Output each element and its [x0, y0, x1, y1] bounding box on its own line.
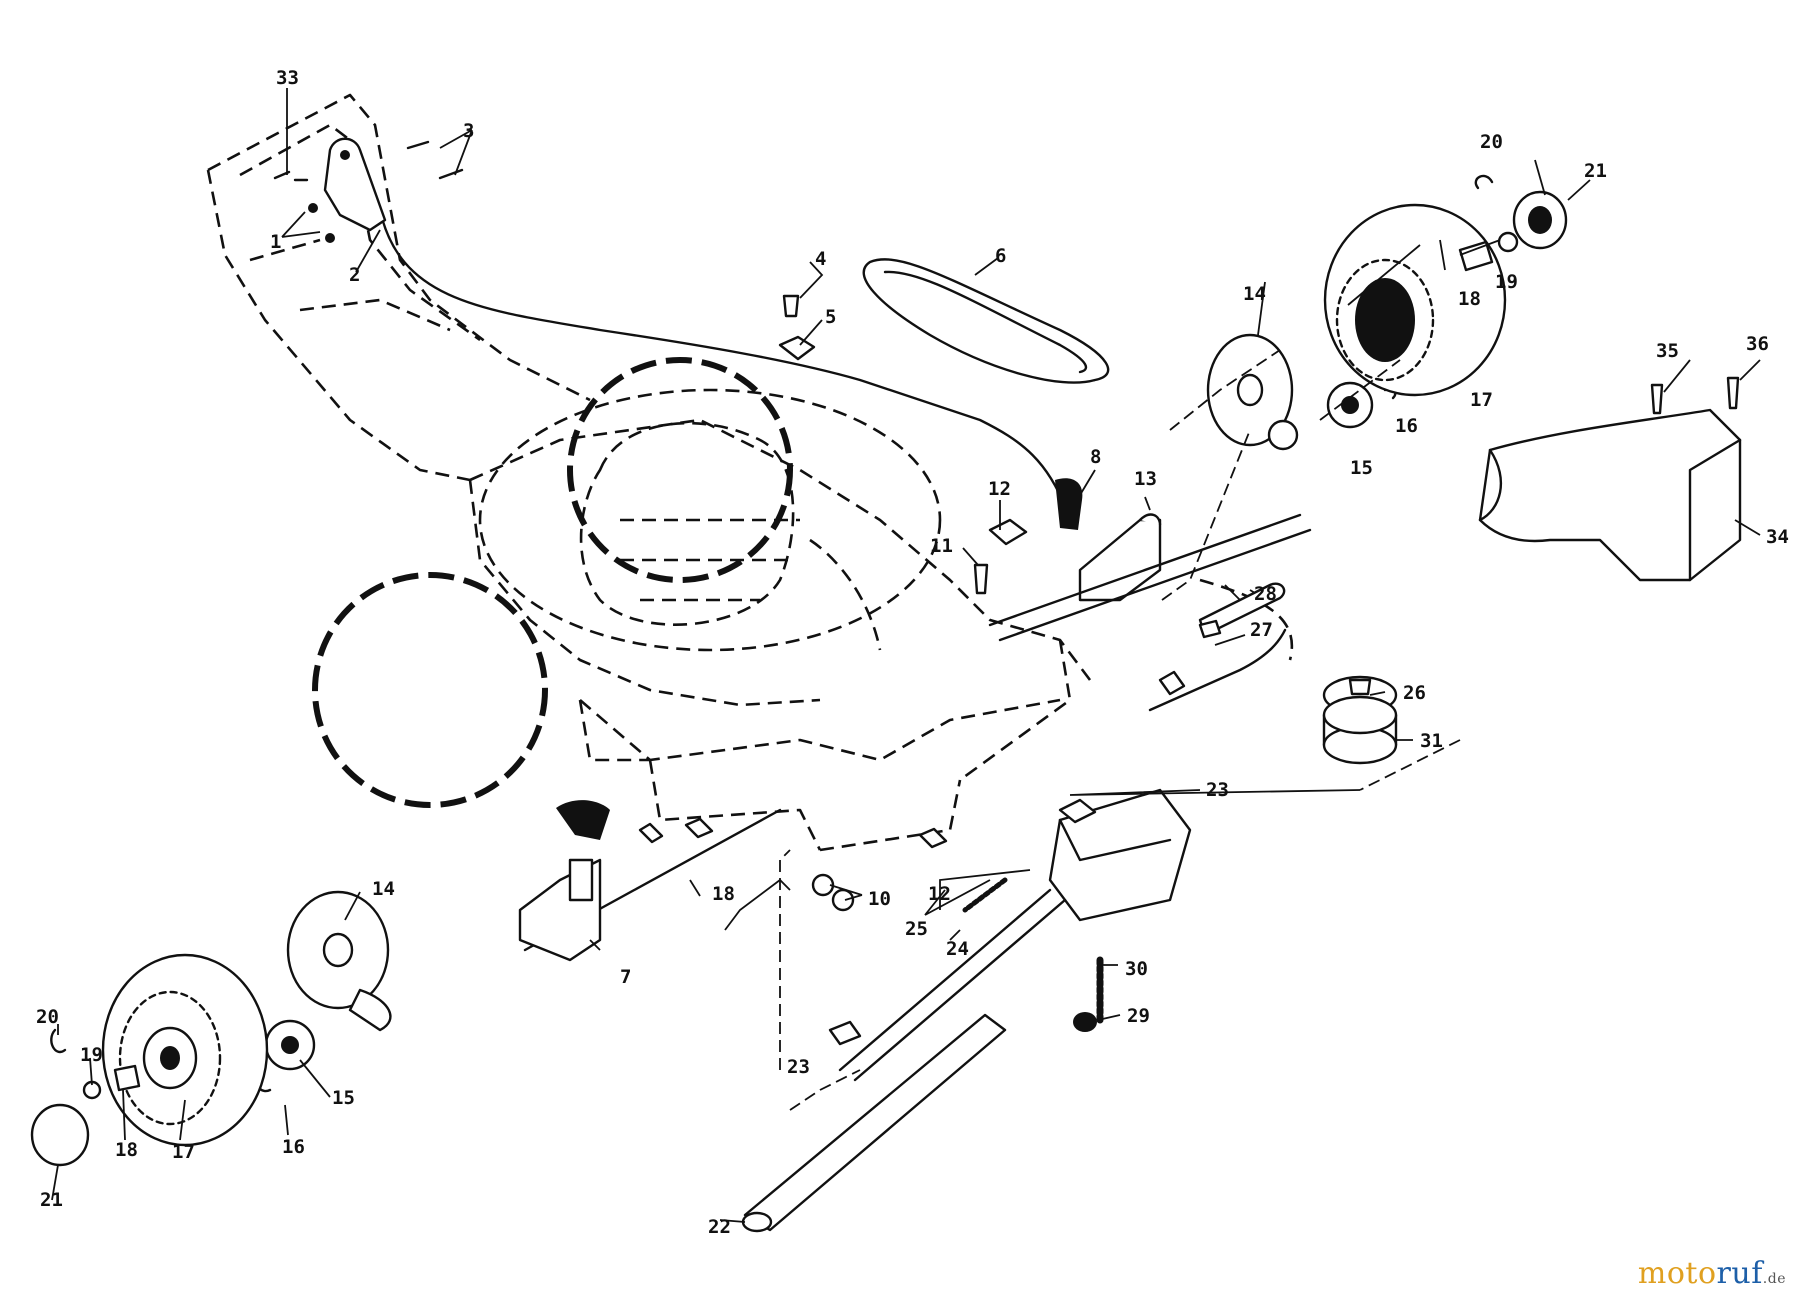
callout-16-right: 16: [1395, 415, 1418, 437]
upper-fasteners: [973, 518, 1028, 595]
callout-6: 6: [995, 245, 1006, 267]
callout-29: 29: [1127, 1005, 1150, 1027]
callout-34: 34: [1766, 526, 1789, 548]
callout-28: 28: [1254, 583, 1277, 605]
callout-11: 11: [930, 535, 953, 557]
left-tire: [101, 953, 269, 1147]
drive-pulley: [1322, 675, 1398, 765]
bolt-and-clip: [778, 294, 816, 361]
cross-axle-and-tube: [741, 888, 1067, 1233]
callout-18-right: 18: [1458, 288, 1481, 310]
callout-12-lower: 12: [928, 883, 951, 905]
handle-assembly: [206, 93, 591, 482]
callout-16-left: 16: [282, 1136, 305, 1158]
right-wheel-housing: [1206, 333, 1299, 451]
callout-21-right: 21: [1584, 160, 1607, 182]
callout-33: 33: [276, 67, 299, 89]
callout-14-left: 14: [372, 878, 395, 900]
watermark-logo: motoruf.de: [1637, 1256, 1786, 1291]
callout-15-left: 15: [332, 1087, 355, 1109]
callout-2: 2: [349, 264, 360, 286]
callout-7: 7: [620, 966, 631, 988]
callout-18-middle: 18: [712, 883, 735, 905]
right-gear: [1326, 381, 1397, 429]
callout-23-lower: 23: [787, 1056, 810, 1078]
callout-1: 1: [270, 231, 281, 253]
callout-18-left: 18: [115, 1139, 138, 1161]
control-bracket: [273, 137, 464, 243]
left-wheel-housing: [286, 890, 392, 1032]
callout-13: 13: [1134, 468, 1157, 490]
ghost-wheels: [312, 357, 793, 808]
callout-30: 30: [1125, 958, 1148, 980]
callout-24: 24: [946, 938, 969, 960]
callout-35: 35: [1656, 340, 1679, 362]
callout-15-right: 15: [1350, 457, 1373, 479]
callout-4: 4: [815, 248, 826, 270]
callout-19-left: 19: [80, 1044, 103, 1066]
misc-small-parts: [556, 582, 1286, 1046]
callout-19-right: 19: [1495, 271, 1518, 293]
left-axle-bracket: [518, 808, 782, 962]
rear-axle: [988, 513, 1312, 642]
callout-17-right: 17: [1470, 389, 1493, 411]
left-hub-parts: [30, 1028, 141, 1167]
callout-22: 22: [708, 1216, 731, 1238]
callout-36: 36: [1746, 333, 1769, 355]
callout-31: 31: [1420, 730, 1443, 752]
callout-8: 8: [1090, 446, 1101, 468]
callout-27: 27: [1250, 619, 1273, 641]
callout-10: 10: [868, 888, 891, 910]
callout-5: 5: [825, 306, 836, 328]
callout-26: 26: [1403, 682, 1426, 704]
mower-deck: [468, 388, 1294, 852]
control-cable: [378, 208, 1287, 712]
callout-labels: 33 3 1 2 4 5 6 8 12 13 11 14 15 16 17 18…: [36, 67, 1789, 1238]
rear-cover-plate: [1478, 376, 1742, 582]
leader-lines: [51, 88, 1761, 1223]
right-hub-parts: [1458, 174, 1568, 272]
callout-23-upper: 23: [1206, 779, 1229, 801]
drive-belt: [862, 258, 1110, 384]
callout-12-upper: 12: [988, 478, 1011, 500]
callout-3: 3: [463, 120, 474, 142]
callout-25: 25: [905, 918, 928, 940]
rear-axle-bracket: [1055, 478, 1162, 602]
callout-21-left: 21: [40, 1189, 63, 1211]
callout-20-right: 20: [1480, 131, 1503, 153]
callout-17-left: 17: [172, 1141, 195, 1163]
callout-14-right: 14: [1243, 283, 1266, 305]
callout-20-left: 20: [36, 1006, 59, 1028]
transmission: [962, 788, 1192, 1032]
